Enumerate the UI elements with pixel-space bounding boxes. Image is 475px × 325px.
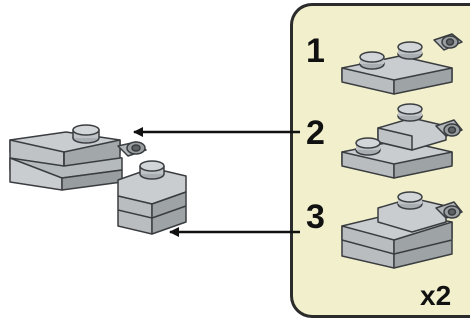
main-assembly-hinged-block <box>117 160 187 235</box>
main-assembly-stud <box>72 124 100 144</box>
quantity-multiplier-label: x2 <box>420 280 452 311</box>
step-3-piece <box>341 191 463 269</box>
step-2-number: 2 <box>306 114 325 152</box>
main-assembly-hinge <box>117 141 147 157</box>
step-1-number: 1 <box>306 32 325 70</box>
step-2-piece <box>341 103 463 179</box>
main-assembly <box>9 124 187 235</box>
step-3-number: 3 <box>306 198 325 236</box>
main-assembly-top-plate <box>9 131 121 167</box>
step-1-piece <box>341 33 463 95</box>
